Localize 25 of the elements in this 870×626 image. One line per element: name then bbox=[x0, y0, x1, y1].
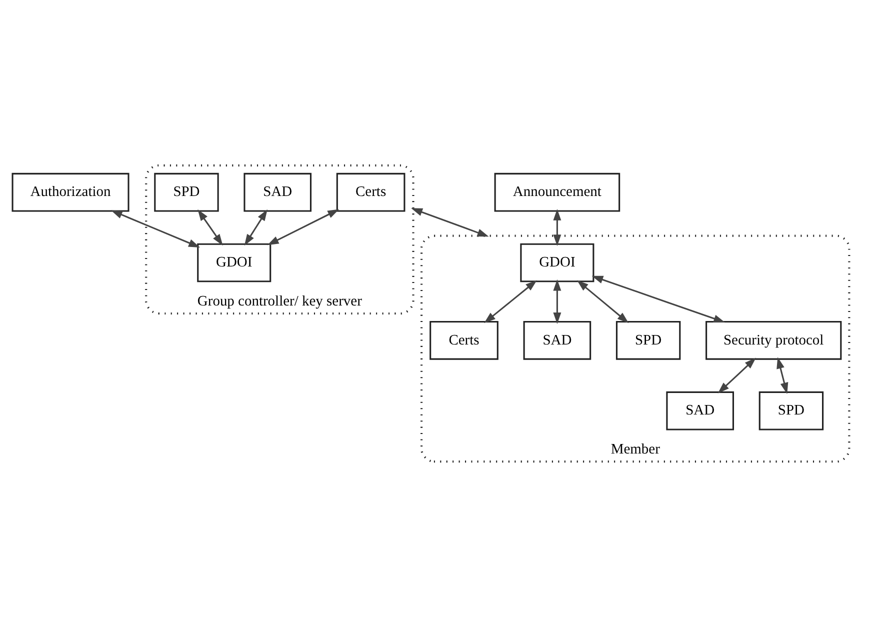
node-box: Authorization bbox=[12, 172, 130, 212]
arrow bbox=[110, 210, 200, 247]
arrow bbox=[267, 208, 340, 245]
arrow bbox=[553, 208, 562, 246]
arrow bbox=[411, 208, 489, 236]
node-box: SAD bbox=[244, 172, 312, 212]
node-box: GDOI bbox=[520, 242, 594, 282]
arrow bbox=[553, 278, 562, 324]
node-box: GDOI bbox=[197, 242, 272, 282]
arrow bbox=[198, 208, 223, 246]
node-box: Security protocol bbox=[706, 320, 842, 360]
node-box: SPD bbox=[616, 320, 681, 360]
node-box: SPD bbox=[758, 390, 824, 430]
arrow bbox=[776, 356, 788, 394]
arrow bbox=[484, 280, 537, 323]
node-box: Certs bbox=[336, 172, 406, 212]
node-box: Certs bbox=[430, 320, 498, 360]
arrow bbox=[576, 280, 629, 323]
arrow bbox=[718, 357, 756, 393]
arrow bbox=[244, 208, 268, 246]
node-box: SAD bbox=[666, 390, 734, 430]
node-box: SPD bbox=[154, 172, 219, 212]
node-box: Announcement bbox=[494, 172, 620, 212]
arrow bbox=[592, 275, 726, 322]
node-box: SAD bbox=[523, 320, 592, 360]
